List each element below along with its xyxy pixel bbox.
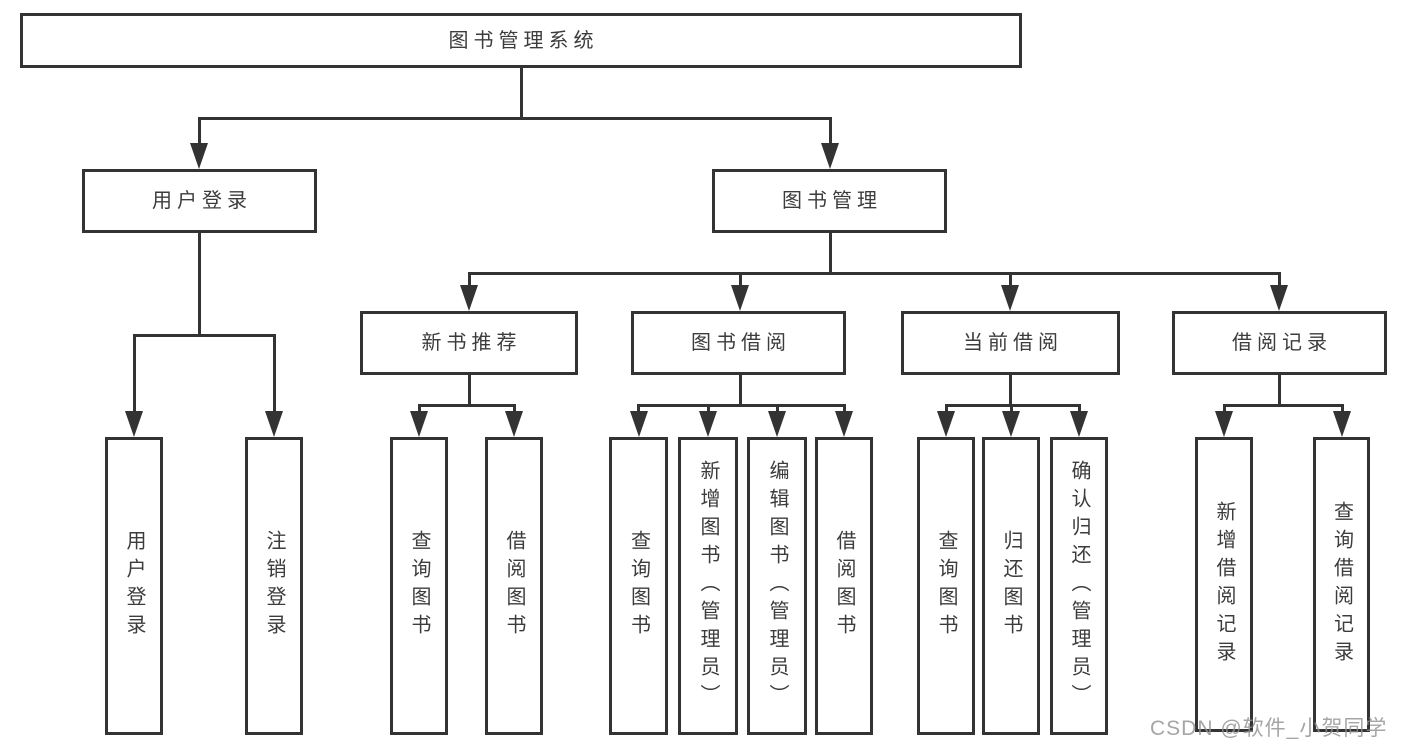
leaf-confirm-return-admin-label: 确认归还（管理员）	[1068, 460, 1090, 712]
leaf-query-books-recommend: 查询图书	[390, 437, 448, 735]
node-new-book-recommend: 新书推荐	[360, 311, 578, 375]
leaf-edit-book-admin: 编辑图书（管理员）	[747, 437, 807, 735]
arrow-down-icon	[699, 411, 717, 437]
arrow-down-icon	[937, 411, 955, 437]
connector-line	[1222, 403, 1344, 407]
arrow-down-icon	[731, 285, 749, 311]
node-book-management-label: 图书管理	[782, 190, 882, 212]
leaf-confirm-return-admin: 确认归还（管理员）	[1050, 437, 1108, 735]
connector-line	[467, 375, 471, 406]
node-borrow-records: 借阅记录	[1172, 311, 1387, 375]
arrow-down-icon	[190, 143, 208, 169]
node-current-borrow-label: 当前借阅	[963, 332, 1063, 354]
arrow-down-icon	[125, 411, 143, 437]
connector-line	[1008, 375, 1012, 406]
node-current-borrow: 当前借阅	[901, 311, 1120, 375]
arrow-down-icon	[835, 411, 853, 437]
leaf-query-books-current: 查询图书	[917, 437, 975, 735]
connector-line	[775, 405, 779, 413]
node-user-login: 用户登录	[82, 169, 317, 233]
connector-line	[467, 271, 1281, 275]
connector-line	[828, 232, 832, 274]
connector-line	[197, 116, 832, 120]
arrow-down-icon	[1270, 285, 1288, 311]
connector-line	[197, 118, 201, 144]
connector-line	[132, 333, 276, 337]
arrow-down-icon	[1215, 411, 1233, 437]
leaf-borrow-books-label: 借阅图书	[833, 530, 855, 642]
connector-line	[1277, 375, 1281, 406]
arrow-down-icon	[265, 411, 283, 437]
leaf-add-book-admin: 新增图书（管理员）	[678, 437, 738, 735]
connector-line	[828, 118, 832, 144]
leaf-user-login: 用户登录	[105, 437, 163, 735]
leaf-user-login-label: 用户登录	[123, 530, 145, 642]
node-user-login-label: 用户登录	[152, 190, 252, 212]
connector-line	[1009, 405, 1013, 413]
leaf-borrow-books-recommend-label: 借阅图书	[503, 530, 525, 642]
leaf-query-books-current-label: 查询图书	[935, 530, 957, 642]
connector-line	[1277, 273, 1281, 287]
arrow-down-icon	[1001, 285, 1019, 311]
arrow-down-icon	[821, 143, 839, 169]
arrow-down-icon	[460, 285, 478, 311]
node-book-management: 图书管理	[712, 169, 947, 233]
leaf-edit-book-admin-label: 编辑图书（管理员）	[766, 460, 788, 712]
arrow-down-icon	[1333, 411, 1351, 437]
connector-line	[738, 375, 742, 406]
connector-line	[1008, 273, 1012, 287]
connector-line	[467, 273, 471, 287]
arrow-down-icon	[410, 411, 428, 437]
leaf-query-books-borrow: 查询图书	[609, 437, 668, 735]
leaf-borrow-books-recommend: 借阅图书	[485, 437, 543, 735]
node-new-book-recommend-label: 新书推荐	[421, 332, 522, 354]
leaf-add-borrow-record-label: 新增借阅记录	[1213, 500, 1235, 669]
leaf-return-books: 归还图书	[982, 437, 1040, 735]
arrow-down-icon	[505, 411, 523, 437]
leaf-query-books-borrow-label: 查询图书	[627, 530, 650, 642]
connector-line	[637, 405, 640, 413]
leaf-add-book-admin-label: 新增图书（管理员）	[697, 460, 719, 712]
arrow-down-icon	[1070, 411, 1088, 437]
connector-line	[197, 232, 201, 336]
connector-line	[637, 403, 846, 407]
connector-line	[519, 68, 523, 119]
leaf-query-borrow-record-label: 查询借阅记录	[1330, 500, 1353, 669]
arrow-down-icon	[629, 411, 648, 437]
arrow-down-icon	[1002, 411, 1020, 437]
connector-line	[1340, 405, 1344, 413]
arrow-down-icon	[768, 411, 786, 437]
leaf-logout-label: 注销登录	[263, 530, 285, 642]
leaf-query-borrow-record: 查询借阅记录	[1313, 437, 1370, 732]
connector-line	[1222, 405, 1226, 413]
node-borrow-records-label: 借阅记录	[1232, 332, 1332, 354]
connector-line	[272, 335, 276, 412]
connector-line	[1077, 405, 1081, 413]
connector-line	[944, 403, 1081, 407]
leaf-add-borrow-record: 新增借阅记录	[1195, 437, 1253, 732]
connector-line	[842, 405, 846, 413]
connector-line	[417, 403, 516, 407]
leaf-query-books-recommend-label: 查询图书	[408, 530, 430, 642]
connector-line	[738, 273, 742, 287]
node-book-borrow: 图书借阅	[631, 311, 846, 375]
node-book-borrow-label: 图书借阅	[691, 332, 791, 354]
connector-line	[417, 405, 421, 413]
connector-line	[706, 405, 710, 413]
connector-line	[132, 335, 136, 412]
leaf-return-books-label: 归还图书	[1000, 530, 1022, 642]
connector-line	[512, 405, 516, 413]
node-root: 图书管理系统	[20, 13, 1022, 68]
node-root-label: 图书管理系统	[448, 29, 599, 52]
connector-line	[944, 405, 948, 413]
leaf-borrow-books: 借阅图书	[815, 437, 873, 735]
watermark: CSDN @软件_小贺同学	[1150, 717, 1388, 740]
leaf-logout: 注销登录	[245, 437, 303, 735]
